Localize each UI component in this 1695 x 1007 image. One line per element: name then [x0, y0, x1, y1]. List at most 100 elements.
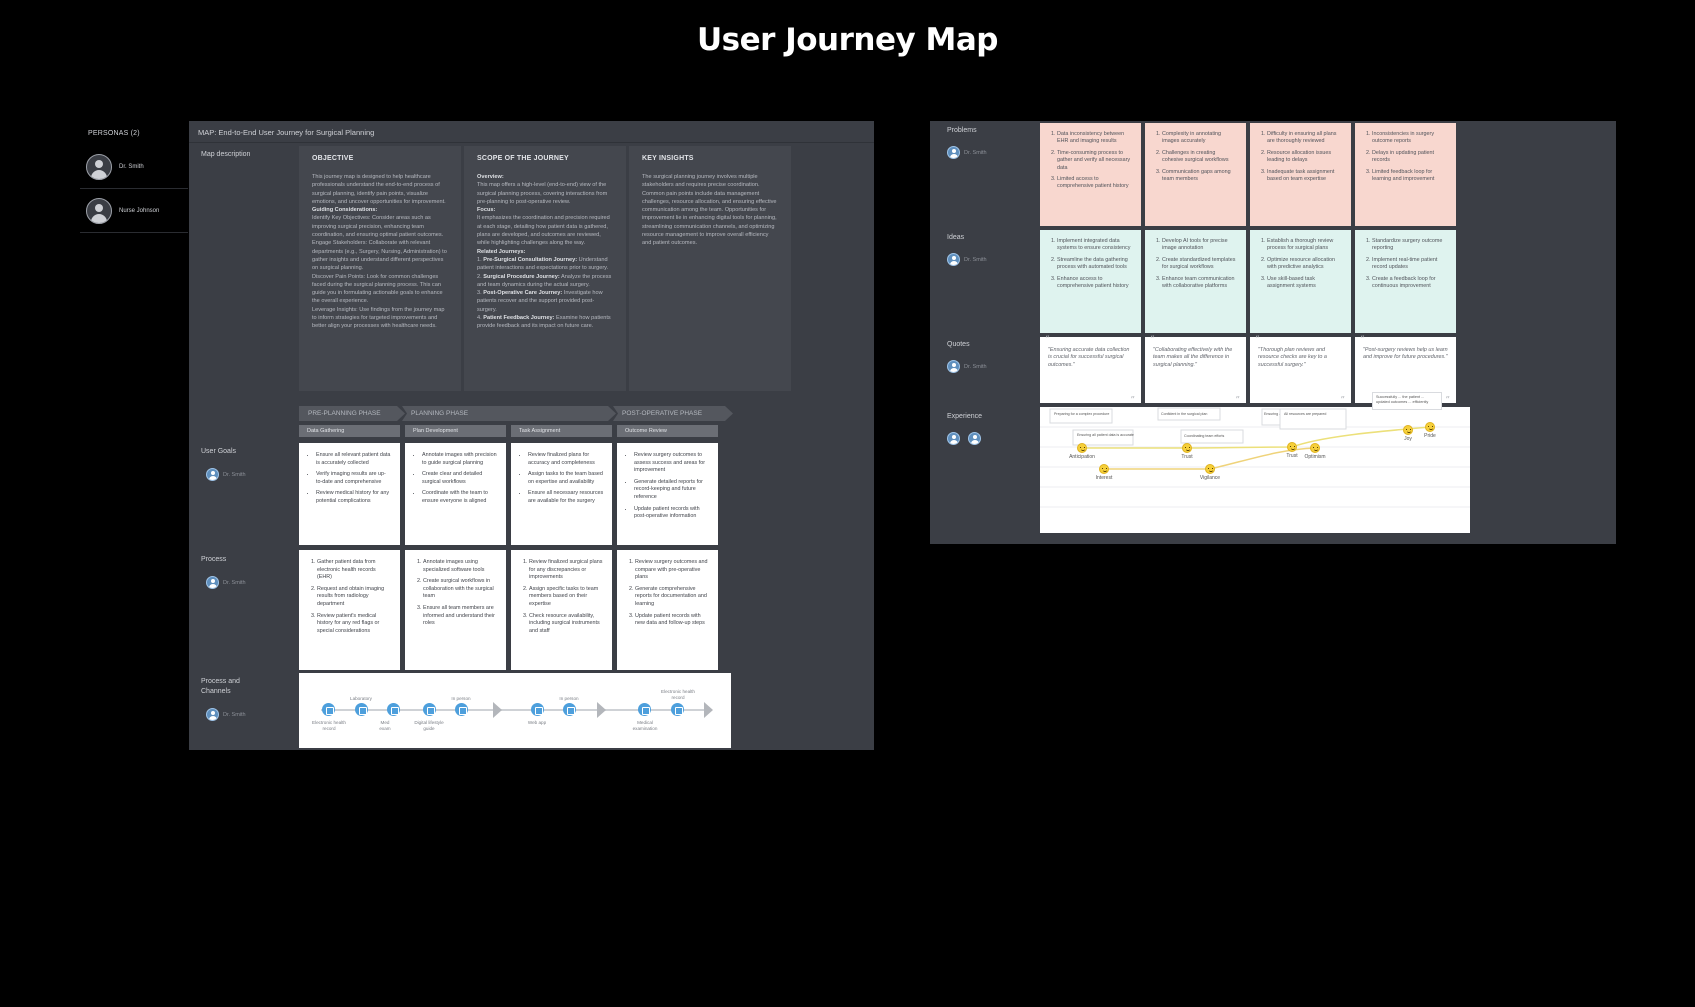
stage-task-assignment: Task Assignment: [511, 425, 612, 437]
list-item: Ensure all relevant patient data is accu…: [316, 452, 392, 467]
persona-name: Dr. Smith: [223, 579, 246, 586]
quotes-persona: Dr. Smith: [947, 360, 987, 373]
phase-planning: PLANNING PHASE: [402, 406, 616, 421]
scope-related-1-heading: Pre-Surgical Consultation Journey:: [483, 256, 578, 263]
stage-plan-development: Plan Development: [405, 425, 506, 437]
persona-icon: [947, 146, 960, 159]
persona-name: Nurse Johnson: [119, 207, 160, 214]
list-item: Verify imaging results are up-to-date an…: [316, 471, 392, 486]
channels-persona: Dr. Smith: [206, 708, 246, 721]
quote-open-icon: “: [1045, 335, 1050, 345]
page-title: User Journey Map: [697, 22, 998, 58]
quote-text: "Ensuring accurate data collection is cr…: [1048, 347, 1130, 368]
emotion-label: Vigilance: [1199, 475, 1221, 481]
list-item: Establish a thorough review process for …: [1267, 238, 1343, 253]
objective-card: OBJECTIVE This journey map is designed t…: [299, 146, 461, 391]
problems-persona: Dr. Smith: [947, 146, 987, 159]
list-item: Resource allocation issues leading to de…: [1267, 150, 1343, 165]
channels-label: Process and Channels: [201, 678, 240, 695]
emotion-label: Interest: [1095, 475, 1113, 481]
scope-related-2-heading: Surgical Procedure Journey:: [483, 273, 560, 280]
scope-related-3-heading: Post-Operative Care Journey:: [483, 290, 563, 297]
scope-focus-heading: Focus:: [477, 207, 496, 214]
channel-label: In person: [451, 696, 471, 701]
quote-close-icon: ”: [1340, 395, 1345, 406]
persona-item[interactable]: Dr. Smith: [80, 145, 188, 189]
face-eyes: [1185, 446, 1190, 448]
note-card: [1180, 429, 1244, 444]
emotion-face-icon: [1182, 443, 1192, 453]
problem-card: Data inconsistency between EHR and imagi…: [1040, 123, 1141, 226]
emotion-line-1: [1082, 426, 1431, 449]
persona-icon: [206, 576, 219, 589]
emotion-face-icon: [1205, 464, 1215, 474]
list-item: Update patient records with new data and…: [635, 613, 710, 628]
quote-open-icon: “: [1255, 335, 1260, 345]
face-mouth: [1313, 449, 1318, 451]
journey-map-panel: MAP: End-to-End User Journey for Surgica…: [189, 121, 874, 750]
phase-pre-planning: PRE-PLANNING PHASE: [299, 406, 405, 421]
list-item: Optimize resource allocation with predic…: [1267, 257, 1343, 272]
scope-related-heading: Related Journeys:: [477, 248, 526, 255]
emotion-face-icon: [1425, 422, 1435, 432]
arrow-right-icon: [597, 702, 606, 718]
scope-title: SCOPE OF THE JOURNEY: [477, 155, 569, 162]
user-goals-card: Annotate images with precision to guide …: [405, 443, 506, 545]
process-card: Gather patient data from electronic heal…: [299, 550, 400, 670]
channel-label: Electronic health record: [661, 689, 695, 700]
note-card: Successfully ... the patient ... updated…: [1372, 392, 1442, 410]
list-item: Time-consuming process to gather and ver…: [1057, 150, 1133, 172]
user-goals-card: Review surgery outcomes to assess succes…: [617, 443, 718, 545]
list-item: Implement integrated data systems to ens…: [1057, 238, 1133, 253]
persona-name: Dr. Smith: [223, 471, 246, 478]
avatar: [86, 197, 112, 224]
list-item: Communication gaps among team members: [1162, 169, 1238, 184]
emotion-face-icon: [1099, 464, 1109, 474]
quote-text: "Thorough plan reviews and resource chec…: [1258, 347, 1327, 368]
list-item: Create standardized templates for surgic…: [1162, 257, 1238, 272]
ideas-persona: Dr. Smith: [947, 253, 987, 266]
scope-related-4-heading: Patient Feedback Journey:: [483, 315, 555, 322]
list-item: Create clear and detailed surgical workf…: [422, 471, 498, 486]
list-item: Review medical history for any potential…: [316, 490, 392, 505]
insights-title: KEY INSIGHTS: [642, 155, 694, 162]
list-item: Standardize surgery outcome reporting: [1372, 238, 1448, 253]
note-text: All resources are prepared: [1284, 412, 1326, 416]
quote-open-icon: “: [1150, 335, 1155, 345]
quote-card: “ "Thorough plan reviews and resource ch…: [1250, 335, 1351, 406]
persona-item[interactable]: Nurse Johnson: [80, 189, 188, 233]
process-card: Review surgery outcomes and compare with…: [617, 550, 718, 670]
list-item: Annotate images using specialized softwa…: [423, 559, 498, 574]
exam-icon: [638, 703, 651, 716]
exam-icon: [387, 703, 400, 716]
quote-close-icon: ”: [1445, 395, 1450, 406]
idea-card: Standardize surgery outcome reporting Im…: [1355, 230, 1456, 333]
channel-label: Med exam: [379, 720, 391, 731]
user-goals-card: Ensure all relevant patient data is accu…: [299, 443, 400, 545]
process-persona: Dr. Smith: [206, 576, 246, 589]
list-item: Review finalized plans for accuracy and …: [528, 452, 604, 467]
experience-label: Experience: [947, 413, 983, 420]
list-item: Inconsistencies in surgery outcome repor…: [1372, 131, 1448, 146]
in-person-icon: [455, 703, 468, 716]
list-item: Enhance access to comprehensive patient …: [1057, 276, 1133, 291]
objective-p1: Identify Key Objectives: Consider areas …: [312, 215, 444, 239]
channel-label: In person: [559, 696, 579, 701]
avatar: [86, 153, 112, 180]
persona-icon: [947, 360, 960, 373]
process-card: Annotate images using specialized softwa…: [405, 550, 506, 670]
face-mouth: [1208, 470, 1213, 472]
channel-line: [321, 709, 705, 711]
face-eyes: [1290, 445, 1295, 447]
list-item: Create surgical workflows in collaborati…: [423, 578, 498, 601]
note-text: Coordinating team efforts: [1184, 434, 1224, 438]
objective-title: OBJECTIVE: [312, 155, 354, 162]
problem-card: Complexity in annotating images accurate…: [1145, 123, 1246, 226]
quote-text: "Post-surgery reviews help us learn and …: [1363, 347, 1448, 361]
face-mouth: [1428, 428, 1433, 430]
list-item: Review surgery outcomes to assess succes…: [634, 452, 710, 475]
emotion-label: Joy: [1404, 436, 1412, 442]
stage-data-gathering: Data Gathering: [299, 425, 400, 437]
quote-close-icon: ”: [1235, 395, 1240, 406]
scope-related-2: Analyze the process and team dynamics du…: [477, 273, 612, 288]
